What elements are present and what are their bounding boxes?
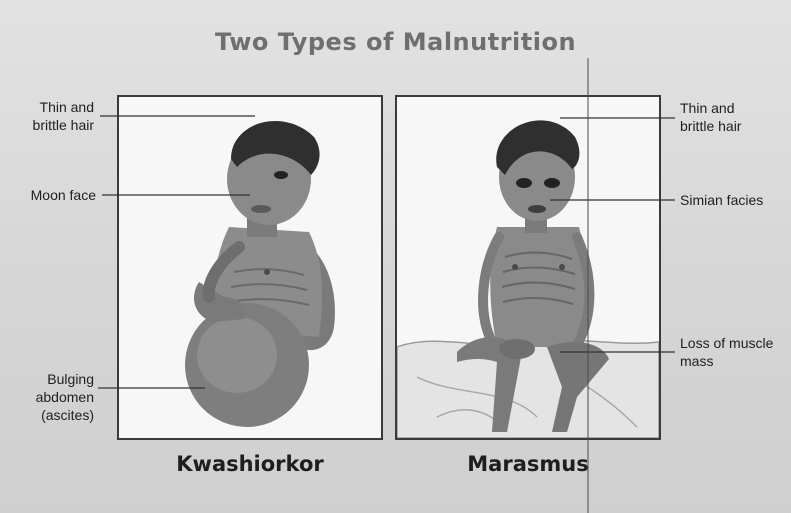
- kwashiorkor-caption: Kwashiorkor: [117, 452, 383, 476]
- label-right-hair-line2: brittle hair: [680, 117, 786, 135]
- marasmus-caption: Marasmus: [395, 452, 661, 476]
- marasmus-left-nipple: [512, 264, 518, 270]
- marasmus-panel: [395, 95, 661, 440]
- diagram-title: Two Types of Malnutrition: [0, 28, 791, 56]
- kwashiorkor-panel: [117, 95, 383, 440]
- kwashiorkor-eye: [274, 171, 288, 179]
- marasmus-right-nipple: [559, 264, 565, 270]
- label-simian-facies: Simian facies: [680, 191, 786, 209]
- label-loss-of-muscle-mass: Loss of muscle mass: [680, 334, 788, 370]
- marasmus-right-eye: [544, 178, 560, 188]
- label-bulging-abdomen: Bulging abdomen (ascites): [8, 370, 94, 424]
- label-left-thin-brittle-hair: Thin and brittle hair: [8, 98, 94, 134]
- marasmus-illustration: [397, 97, 659, 438]
- label-bulging-line3: (ascites): [8, 406, 94, 424]
- label-bulging-line1: Bulging: [8, 370, 94, 388]
- kwashiorkor-illustration: [119, 97, 381, 438]
- label-moon-face: Moon face: [8, 186, 96, 204]
- marasmus-hands: [499, 339, 535, 359]
- kwashiorkor-belly-highlight: [197, 317, 277, 393]
- marasmus-left-eye: [516, 178, 532, 188]
- label-bulging-line2: abdomen: [8, 388, 94, 406]
- label-muscle-line2: mass: [680, 352, 788, 370]
- marasmus-mouth: [528, 205, 546, 213]
- label-right-hair-line1: Thin and: [680, 99, 786, 117]
- label-left-hair-line2: brittle hair: [8, 116, 94, 134]
- kwashiorkor-nipple: [264, 269, 270, 275]
- label-left-hair-line1: Thin and: [8, 98, 94, 116]
- label-simian-facies-text: Simian facies: [680, 191, 786, 209]
- label-moon-face-text: Moon face: [8, 186, 96, 204]
- kwashiorkor-mouth: [251, 205, 271, 213]
- label-muscle-line1: Loss of muscle: [680, 334, 788, 352]
- label-right-thin-brittle-hair: Thin and brittle hair: [680, 99, 786, 135]
